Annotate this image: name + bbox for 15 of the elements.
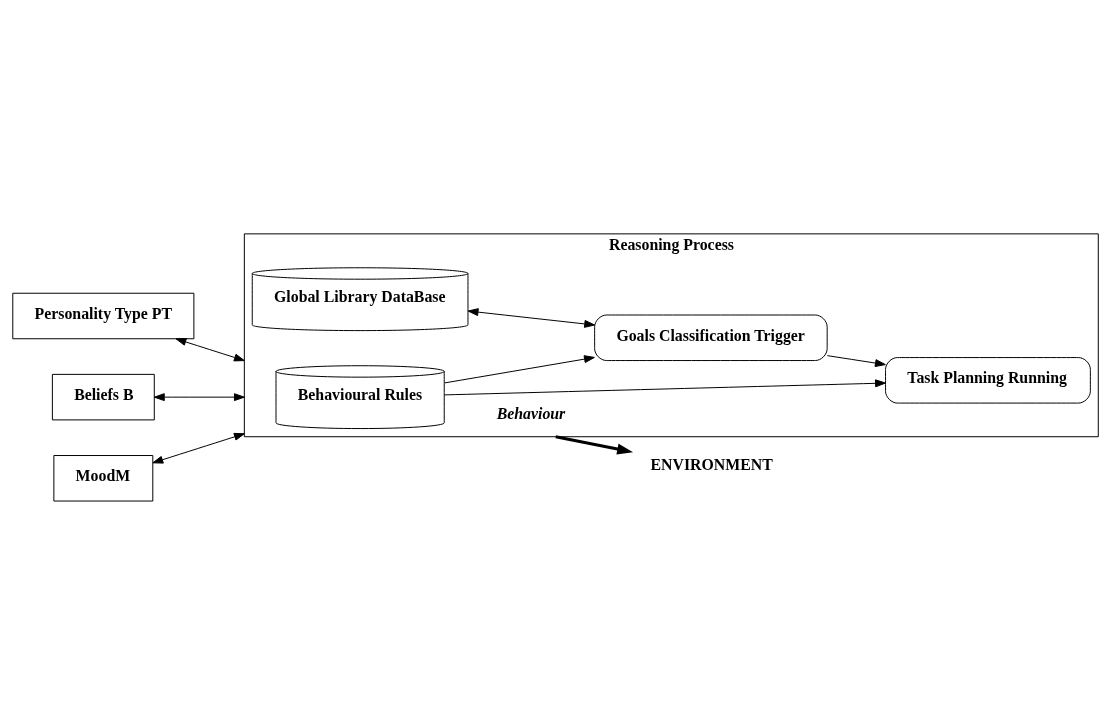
node-box: Goals Classification Trigger	[594, 314, 828, 362]
arrow	[175, 338, 245, 362]
arrow	[467, 308, 596, 328]
arrow	[444, 355, 595, 384]
node-box: Personality Type PT	[12, 292, 195, 340]
node-box: Task Planning Running	[885, 357, 1091, 404]
node-box: Beliefs B	[51, 373, 155, 421]
arrow	[444, 379, 886, 396]
arrow	[153, 393, 245, 402]
node-text: ENVIRONMENT	[650, 456, 773, 474]
arrow	[826, 355, 886, 367]
arrow	[152, 432, 245, 464]
node-box: MoodM	[53, 455, 154, 502]
edge-label: Behaviour	[496, 404, 566, 422]
arrow	[555, 435, 634, 455]
